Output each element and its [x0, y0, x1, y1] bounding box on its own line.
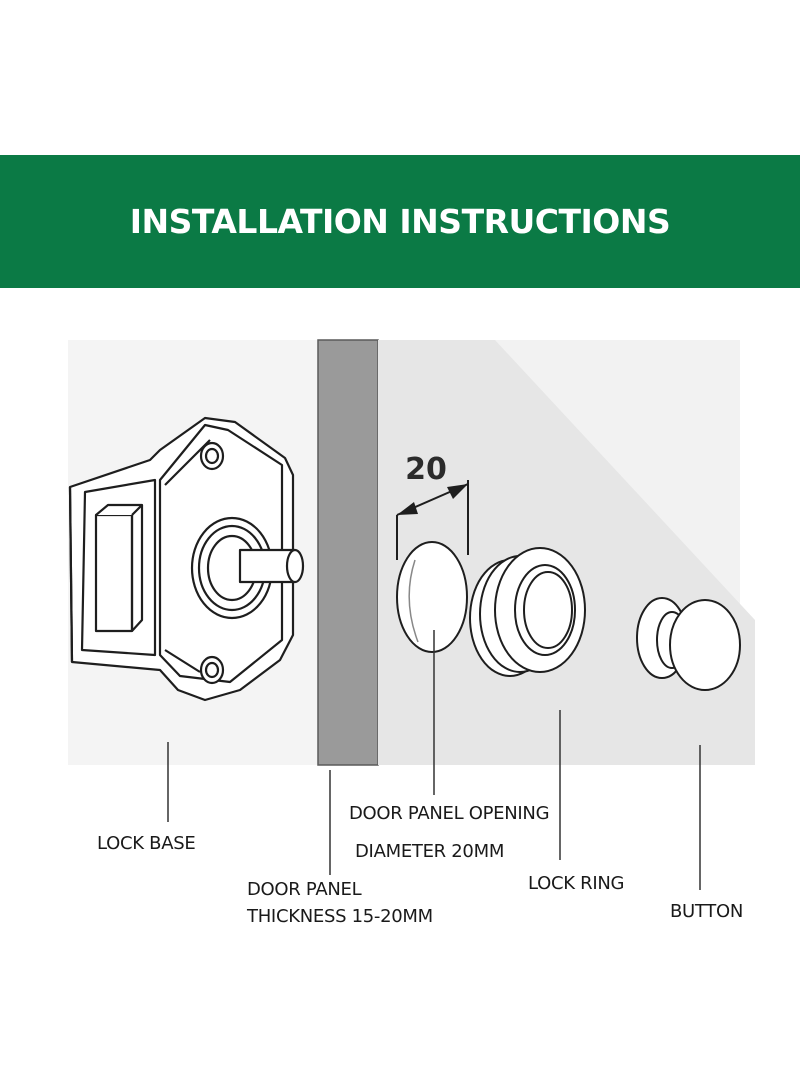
lock-ring-label: LOCK RING — [528, 873, 625, 894]
opening-label-line1: DOOR PANEL OPENING — [349, 803, 550, 824]
button-drawing — [636, 597, 741, 691]
title-banner: INSTALLATION INSTRUCTIONS — [0, 155, 800, 288]
lock-base-label: LOCK BASE — [97, 833, 196, 854]
door-panel-edge — [317, 339, 379, 766]
lock-base-drawing — [68, 416, 305, 702]
cylinder-pin — [238, 548, 297, 584]
dimension-value: 20 — [405, 452, 447, 487]
panel-opening-drawing — [396, 541, 468, 653]
lock-ring-drawing — [469, 547, 586, 677]
banner-title: INSTALLATION INSTRUCTIONS — [129, 202, 671, 241]
lock-bolt — [94, 513, 134, 633]
door-panel-label-line1: DOOR PANEL — [247, 879, 362, 900]
opening-label-line2: DIAMETER 20MM — [355, 841, 505, 862]
leader-lines — [167, 630, 701, 890]
door-panel-label-line2: THICKNESS 15-20MM — [247, 906, 433, 927]
dimension-marker — [396, 480, 469, 560]
button-label: BUTTON — [670, 901, 744, 922]
